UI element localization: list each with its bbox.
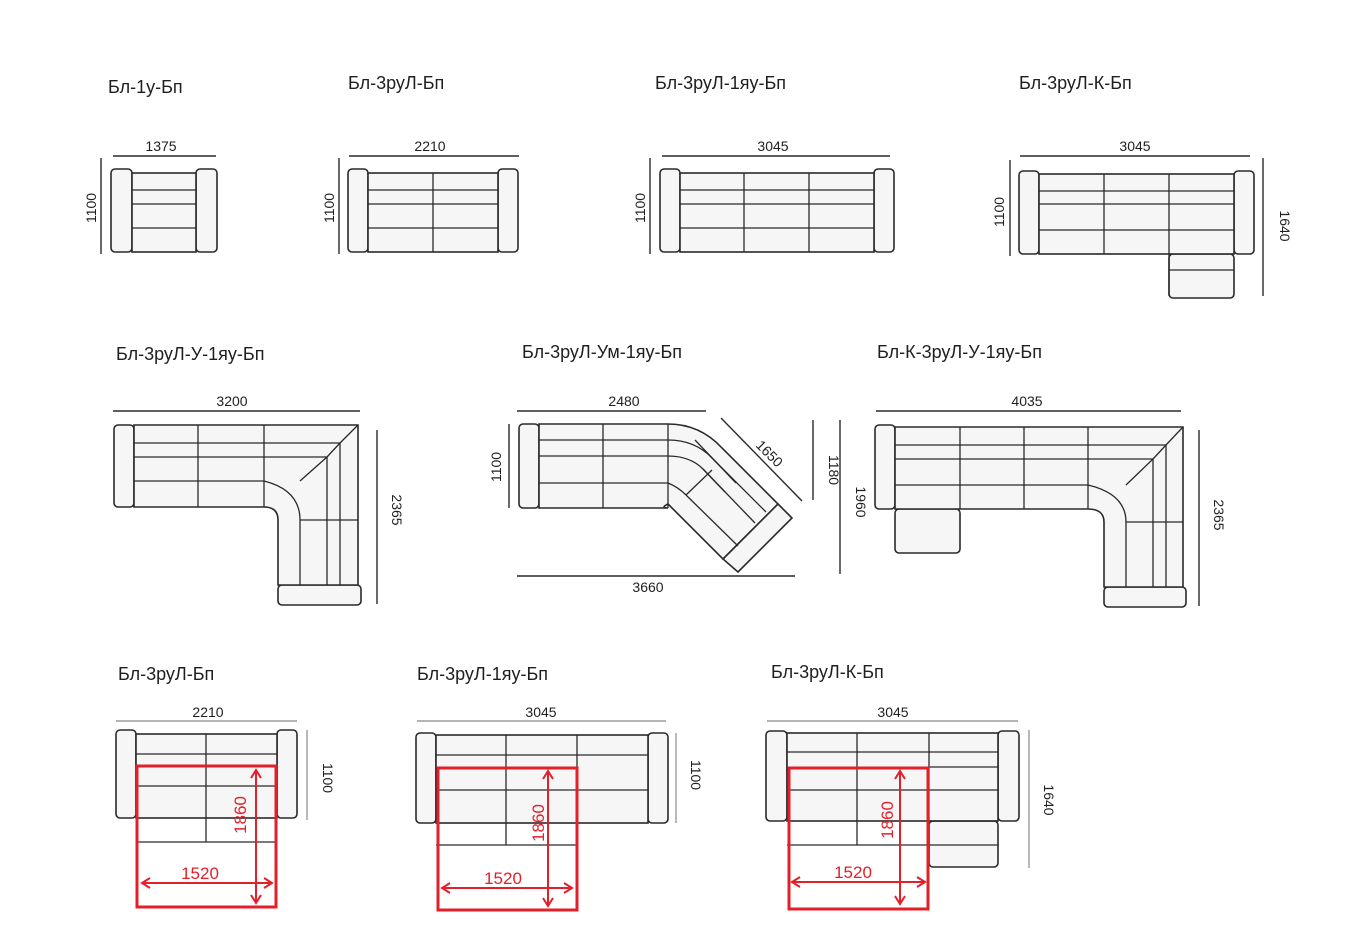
width-label: 2480 — [608, 393, 639, 409]
module-title: Бл-3руЛ-К-Бп — [771, 662, 884, 682]
width-label: 2210 — [192, 704, 223, 720]
module-title: Бл-3руЛ-Бп — [348, 73, 444, 93]
sofa-plan — [110, 168, 218, 253]
depth-label: 1100 — [632, 193, 648, 223]
bed-length-label: 1860 — [529, 804, 548, 842]
module-bl-3rul-bp-bed: Бл-3руЛ-Бп 2210 1100 1520 1860 — [115, 664, 336, 909]
sofa-plan — [518, 423, 794, 574]
depth-label: 1100 — [321, 193, 337, 223]
module-bl-3rul-1yau-bp-bed: Бл-3руЛ-1яу-Бп 3045 1100 1520 1860 — [415, 664, 704, 912]
total-width-label: 3660 — [632, 579, 663, 595]
bed-length-label: 1860 — [231, 796, 250, 834]
width-label: 3200 — [216, 393, 247, 409]
module-bl-1u-bp: Бл-1у-Бп 1375 1100 — [83, 77, 218, 254]
module-title: Бл-3руЛ-Бп — [118, 664, 214, 684]
width-label: 3045 — [757, 138, 788, 154]
module-bl-3rul-u-1yau-bp: Бл-3руЛ-У-1яу-Бп 3200 2365 — [113, 344, 405, 606]
bed-width-label: 1520 — [834, 863, 872, 882]
module-title: Бл-3руЛ-У-1яу-Бп — [116, 344, 264, 364]
bed-outline — [436, 766, 579, 912]
depth-label: 1100 — [991, 197, 1007, 227]
module-title: Бл-К-3руЛ-У-1яу-Бп — [877, 342, 1042, 362]
bed-outline — [787, 766, 930, 911]
sofa-plan — [347, 168, 519, 253]
bed-length-label: 1860 — [878, 801, 897, 839]
sofa-plan — [415, 732, 669, 846]
depth-label: 1100 — [320, 763, 336, 793]
module-bl-3rul-um-1yau-bp: Бл-3руЛ-Ум-1яу-Бп 2480 1100 1650 1180 19… — [488, 342, 869, 595]
depth2-label: 1640 — [1277, 210, 1293, 241]
module-title: Бл-3руЛ-Ум-1яу-Бп — [522, 342, 682, 362]
sofa-plan — [113, 424, 362, 606]
diagonal-dimension-line — [720, 417, 803, 502]
width-label: 3045 — [525, 704, 556, 720]
depth-label: 1100 — [488, 452, 504, 482]
depth3-label: 1960 — [853, 486, 869, 517]
width-label: 1375 — [145, 138, 176, 154]
module-bl-k-3rul-u-1yau-bp: Бл-К-3руЛ-У-1яу-Бп 4035 2365 — [874, 342, 1227, 608]
sofa-plan — [659, 168, 895, 253]
depth-label: 2365 — [389, 494, 405, 525]
module-title: Бл-3руЛ-1яу-Бп — [655, 73, 786, 93]
width-label: 3045 — [1119, 138, 1150, 154]
module-title: Бл-1у-Бп — [108, 77, 183, 97]
bed-width-label: 1520 — [181, 864, 219, 883]
sofa-plan — [115, 729, 298, 843]
depth-label: 2365 — [1211, 499, 1227, 530]
module-bl-3rul-1yau-bp: Бл-3руЛ-1яу-Бп 3045 1100 — [632, 73, 895, 254]
module-title: Бл-3руЛ-1яу-Бп — [417, 664, 548, 684]
depth-label: 1100 — [83, 193, 99, 223]
width-label: 4035 — [1011, 393, 1042, 409]
depth-label: 1640 — [1041, 784, 1057, 815]
depth2-label: 1180 — [826, 455, 842, 485]
width-label: 3045 — [877, 704, 908, 720]
module-bl-3rul-bp: Бл-3руЛ-Бп 2210 1100 — [321, 73, 519, 254]
diagonal-label: 1650 — [753, 437, 786, 470]
bed-width-label: 1520 — [484, 869, 522, 888]
module-bl-3rul-k-bp: Бл-3руЛ-К-Бп 3045 1100 1640 — [991, 73, 1293, 299]
bed-outline — [135, 764, 278, 909]
depth-label: 1100 — [688, 760, 704, 790]
module-bl-3rul-k-bp-bed: Бл-3руЛ-К-Бп 3045 1640 1520 1860 — [765, 662, 1057, 911]
module-title: Бл-3руЛ-К-Бп — [1019, 73, 1132, 93]
sofa-plan — [1018, 170, 1255, 299]
sofa-plan — [874, 424, 1187, 608]
sofa-plan — [765, 730, 1020, 868]
width-label: 2210 — [414, 138, 445, 154]
